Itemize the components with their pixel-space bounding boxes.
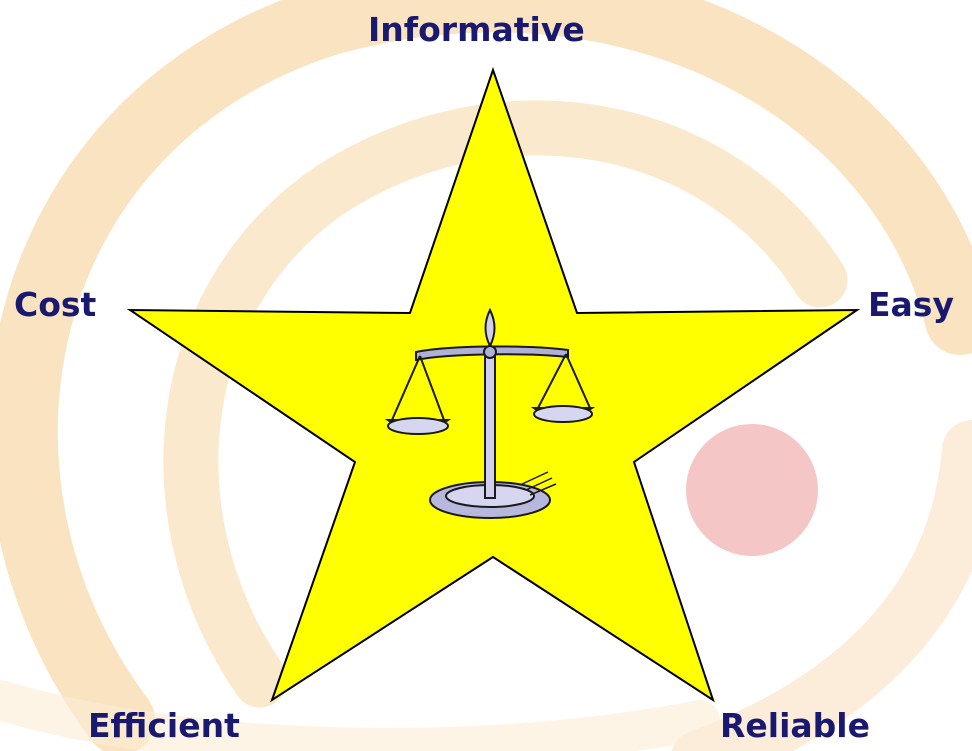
label-cost: Cost <box>14 285 97 324</box>
background-swirl-bottom-band <box>0 680 720 751</box>
label-efficient: Efficient <box>88 706 240 745</box>
balance-scale-icon <box>384 307 596 519</box>
background-circle <box>686 424 818 556</box>
background-swirl-lower-arc <box>671 420 972 751</box>
label-reliable: Reliable <box>720 706 870 745</box>
background-swirl-inner-arc <box>163 100 848 708</box>
label-informative: Informative <box>368 10 585 49</box>
label-easy: Easy <box>868 285 954 324</box>
